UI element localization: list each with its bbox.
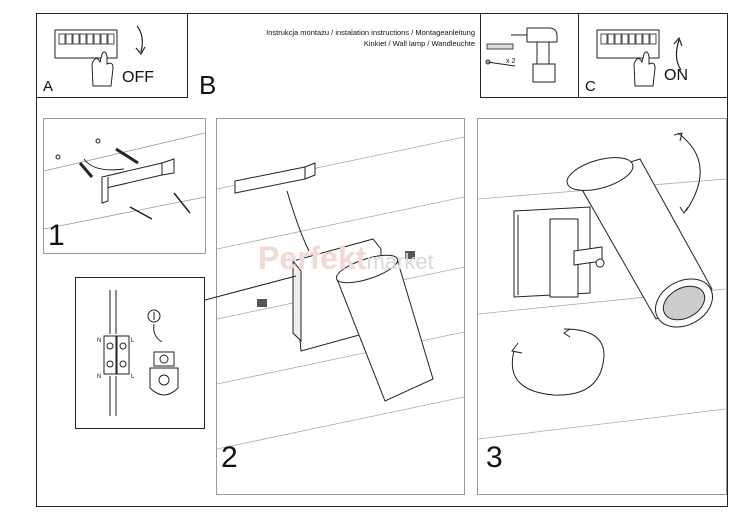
lamp-rotation-illustration bbox=[478, 132, 726, 440]
panel-3-number: 3 bbox=[486, 441, 503, 474]
drill-box: x 2 bbox=[480, 13, 579, 98]
panel-2-number: 2 bbox=[221, 441, 238, 474]
wiring-n-bottom: N bbox=[97, 374, 102, 380]
callout-lines bbox=[204, 275, 297, 301]
lamp-mounting-illustration bbox=[217, 136, 464, 450]
bracket-and-dowels-illustration bbox=[44, 132, 205, 230]
panel-3: 3 bbox=[477, 118, 727, 495]
panel-1: 1 bbox=[43, 118, 206, 254]
fuse-box-off-icon bbox=[54, 25, 146, 87]
step-c-on-label: ON bbox=[664, 67, 688, 84]
wiring-n-top: N bbox=[97, 338, 102, 344]
title-line-2: Kinkiet / Wall lamp / Wandleuchte bbox=[363, 39, 475, 48]
watermark-brand: Perfektmarket bbox=[258, 240, 434, 277]
step-c-letter: C bbox=[585, 78, 596, 95]
step-a-off-label: OFF bbox=[122, 69, 154, 86]
wiring-l-top: L bbox=[131, 338, 135, 344]
panel-2: 2 bbox=[216, 118, 465, 495]
title-line-1: Instrukcja montażu / instalation instruc… bbox=[266, 28, 475, 37]
panel-1-number: 1 bbox=[48, 219, 65, 252]
watermark-brand-text: Perfekt bbox=[258, 240, 367, 276]
wiring-detail-inset: N L N L bbox=[75, 277, 205, 429]
drill-quantity: x 2 bbox=[506, 58, 516, 65]
step-a-box bbox=[36, 13, 188, 98]
step-b-letter: B bbox=[199, 70, 217, 100]
drill-icon bbox=[485, 27, 558, 83]
fuse-box-on-icon bbox=[596, 29, 683, 87]
step-a-letter: A bbox=[43, 78, 54, 95]
wiring-l-bottom: L bbox=[131, 374, 135, 380]
watermark-suffix-text: market bbox=[366, 249, 434, 274]
page-frame bbox=[36, 13, 728, 507]
terminal-block-illustration bbox=[103, 290, 179, 416]
step-c-box bbox=[578, 13, 728, 98]
